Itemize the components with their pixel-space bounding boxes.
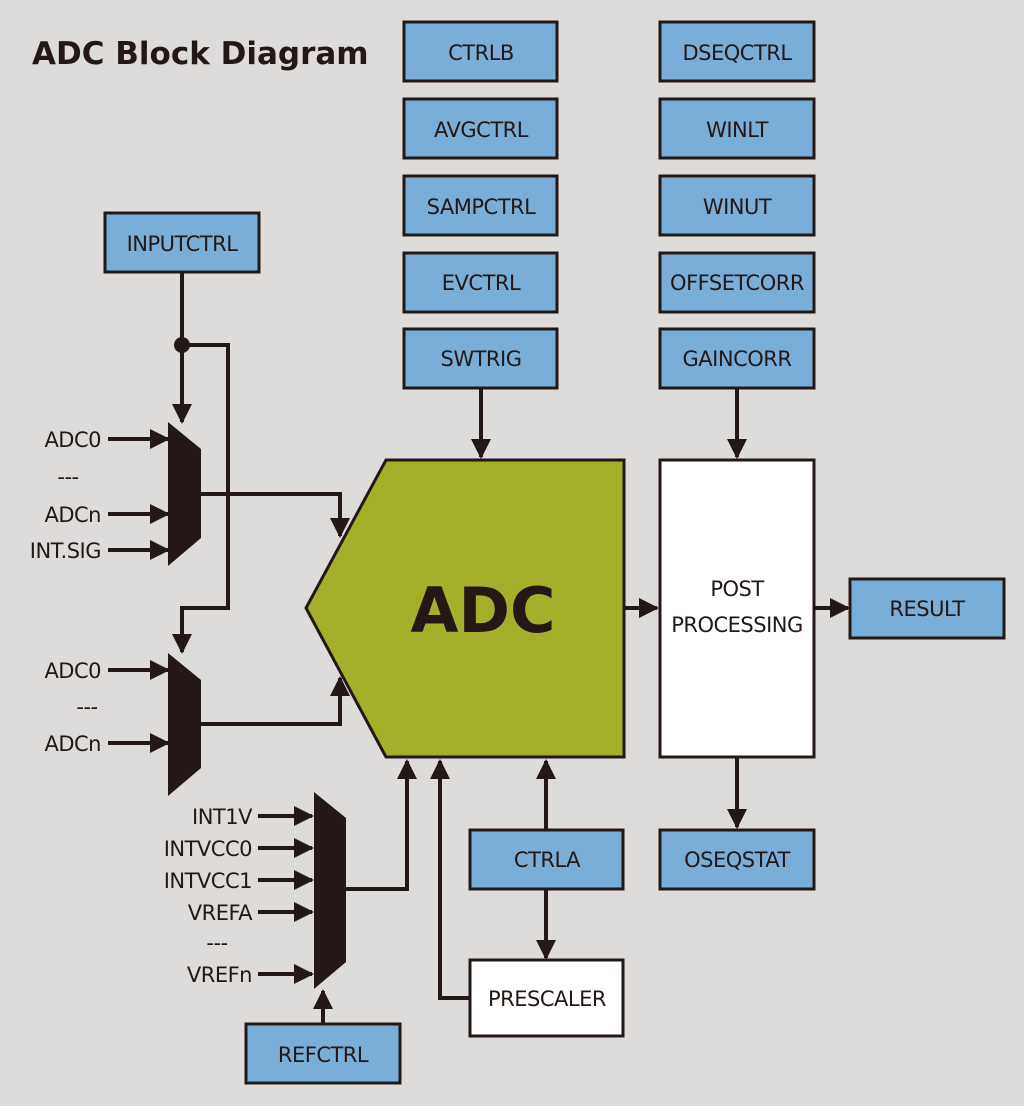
signal-label: ADC0 (44, 428, 101, 452)
register-swtrig[interactable]: SWTRIG (402, 327, 559, 390)
register-label: DSEQCTRL (682, 41, 792, 65)
register-ctrlb[interactable]: CTRLB (402, 20, 559, 83)
post-processing-block[interactable]: POST PROCESSING (658, 458, 816, 759)
register-box (468, 828, 625, 891)
adc-block[interactable]: ADC (304, 458, 626, 759)
register-inputctrl[interactable]: INPUTCTRL (103, 211, 261, 274)
signal-label: INT1V (192, 805, 253, 829)
register-box (402, 174, 559, 237)
register-box (402, 97, 559, 160)
register-dseqctrl[interactable]: DSEQCTRL (658, 20, 816, 83)
post-processing-label-line2: PROCESSING (671, 613, 803, 637)
register-label: GAINCORR (683, 347, 792, 371)
register-oseqstat[interactable]: OSEQSTAT (658, 828, 816, 891)
prescaler-block[interactable]: PRESCALER (468, 958, 625, 1038)
mux-negative-input-labels: ADC0 --- ADCn (44, 659, 101, 756)
register-box (658, 174, 816, 237)
register-box (658, 97, 816, 160)
register-ctrla[interactable]: CTRLA (468, 828, 625, 891)
register-box (848, 577, 1006, 640)
register-label: REFCTRL (278, 1043, 369, 1067)
signal-label: INT.SIG (30, 539, 101, 563)
register-label: AVGCTRL (434, 118, 529, 142)
register-box (658, 20, 816, 83)
register-label: OFFSETCORR (670, 271, 804, 295)
register-box (103, 211, 261, 274)
register-label: SAMPCTRL (427, 195, 536, 219)
register-box (658, 327, 816, 390)
register-winut[interactable]: WINUT (658, 174, 816, 237)
register-result[interactable]: RESULT (848, 577, 1006, 640)
signal-label: VREFA (188, 901, 253, 925)
register-label: CTRLB (448, 41, 514, 65)
mux-negative (168, 653, 201, 796)
signal-label: ADCn (44, 732, 101, 756)
register-avgctrl[interactable]: AVGCTRL (402, 97, 559, 160)
register-winlt[interactable]: WINLT (658, 97, 816, 160)
mux-reference (314, 792, 346, 989)
register-box (658, 828, 816, 891)
register-label: WINLT (706, 118, 768, 142)
register-refctrl[interactable]: REFCTRL (244, 1022, 402, 1085)
signal-ellipsis: --- (76, 695, 97, 719)
register-label: SWTRIG (441, 347, 522, 371)
register-box (658, 251, 816, 314)
register-label: RESULT (889, 597, 965, 621)
register-label: CTRLA (514, 848, 581, 872)
inputctrl-to-mux-negative-wire (172, 343, 230, 654)
register-box (402, 251, 559, 314)
mux-positive-output-wire (201, 492, 350, 538)
mux-positive-input-labels: ADC0 --- ADCn INT.SIG (30, 428, 102, 563)
register-label: EVCTRL (442, 271, 521, 295)
adc-label: ADC (411, 574, 556, 647)
register-label: OSEQSTAT (684, 848, 790, 872)
post-processing-label-line1: POST (710, 577, 764, 601)
signal-label: INTVCC1 (164, 869, 252, 893)
adc-shape (304, 458, 626, 759)
register-box (244, 1022, 402, 1085)
register-label: INPUTCTRL (127, 232, 239, 256)
prescaler-to-adc-wire (430, 759, 470, 1000)
wires (108, 272, 850, 1024)
signal-ellipsis: --- (206, 931, 227, 955)
register-box (402, 327, 559, 390)
register-box (402, 20, 559, 83)
signal-ellipsis: --- (57, 465, 78, 489)
prescaler-box (468, 958, 625, 1038)
prescaler-label: PRESCALER (488, 987, 606, 1011)
signal-label: VREFn (187, 963, 252, 987)
register-evctrl[interactable]: EVCTRL (402, 251, 559, 314)
signal-label: ADC0 (44, 659, 101, 683)
post-processing-box (658, 458, 816, 759)
register-offsetcorr[interactable]: OFFSETCORR (658, 251, 816, 314)
register-sampctrl[interactable]: SAMPCTRL (402, 174, 559, 237)
mux-reference-input-labels: INT1V INTVCC0 INTVCC1 VREFA --- VREFn (164, 805, 254, 987)
signal-label: INTVCC0 (164, 837, 252, 861)
signal-label: ADCn (44, 503, 101, 527)
mux-positive (168, 422, 201, 566)
register-gaincorr[interactable]: GAINCORR (658, 327, 816, 390)
mux-negative-output-wire (201, 676, 350, 726)
mux-reference-output-wire (346, 759, 417, 891)
diagram-title: ADC Block Diagram (32, 36, 369, 72)
register-label: WINUT (703, 195, 772, 219)
